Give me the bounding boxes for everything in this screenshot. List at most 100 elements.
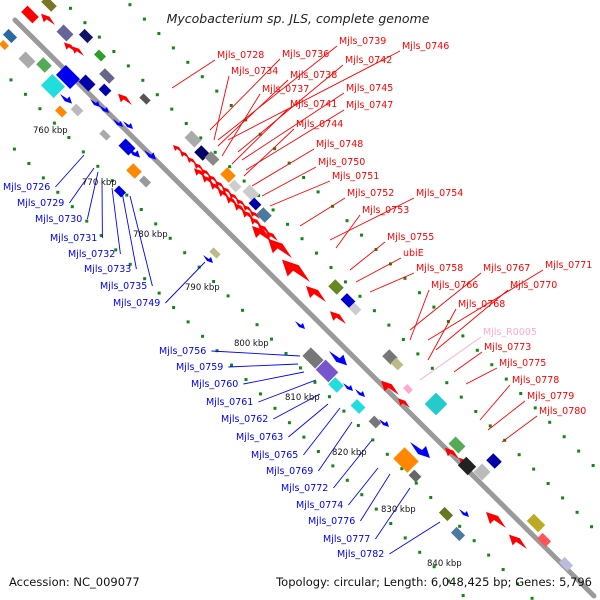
forward-gene-arrow[interactable] bbox=[194, 168, 206, 178]
reverse-gene-label[interactable]: Mjls_0726 bbox=[3, 182, 50, 193]
forward-gene-arrow[interactable] bbox=[118, 93, 132, 105]
forward-gene-arrow[interactable] bbox=[445, 447, 459, 459]
gene-box[interactable] bbox=[340, 293, 356, 308]
reverse-gene-label[interactable]: Mjls_0756 bbox=[159, 346, 206, 357]
reverse-gene-label[interactable]: Mjls_0730 bbox=[35, 214, 82, 225]
reverse-gene-label[interactable]: Mjls_0782 bbox=[337, 549, 384, 560]
reverse-gene-arrow[interactable] bbox=[123, 121, 133, 129]
gene-box[interactable] bbox=[450, 526, 466, 542]
reverse-gene-arrow[interactable] bbox=[295, 321, 305, 329]
gene-box[interactable] bbox=[70, 103, 84, 117]
forward-gene-arrow[interactable] bbox=[201, 169, 211, 177]
forward-gene-label[interactable]: Mjls_0767 bbox=[483, 263, 530, 274]
gene-box[interactable] bbox=[99, 68, 115, 84]
gene-box[interactable] bbox=[228, 179, 242, 193]
forward-gene-label[interactable]: Mjls_0755 bbox=[387, 232, 434, 243]
gene-box[interactable] bbox=[328, 377, 344, 393]
gene-box[interactable] bbox=[78, 74, 96, 92]
reverse-gene-label[interactable]: Mjls_0735 bbox=[100, 281, 147, 292]
gene-box[interactable] bbox=[98, 83, 112, 97]
gene-box[interactable] bbox=[536, 532, 552, 548]
forward-gene-label[interactable]: Mjls_0754 bbox=[416, 188, 463, 199]
gene-box[interactable] bbox=[486, 453, 502, 469]
gene-box[interactable] bbox=[126, 163, 142, 179]
forward-gene-arrow[interactable] bbox=[41, 13, 55, 25]
forward-gene-label[interactable]: Mjls_0752 bbox=[347, 188, 394, 199]
reverse-gene-arrow[interactable] bbox=[379, 419, 389, 427]
reverse-gene-label[interactable]: Mjls_0731 bbox=[50, 233, 97, 244]
reverse-gene-arrow[interactable] bbox=[60, 94, 72, 104]
gene-box[interactable] bbox=[408, 469, 422, 483]
forward-gene-arrow[interactable] bbox=[173, 145, 183, 153]
forward-gene-arrow[interactable] bbox=[194, 163, 204, 171]
reverse-gene-label[interactable]: Mjls_0749 bbox=[113, 298, 160, 309]
forward-gene-label[interactable]: Mjls_0775 bbox=[499, 358, 546, 369]
gene-box[interactable] bbox=[209, 247, 221, 259]
reverse-gene-label[interactable]: Mjls_0772 bbox=[281, 483, 328, 494]
gene-box[interactable] bbox=[78, 28, 94, 44]
gene-box[interactable] bbox=[438, 506, 454, 522]
forward-gene-arrow[interactable] bbox=[187, 157, 197, 165]
reverse-gene-label[interactable]: Mjls_0733 bbox=[84, 264, 131, 275]
reverse-gene-label[interactable]: Mjls_0765 bbox=[251, 450, 298, 461]
gene-box[interactable] bbox=[448, 436, 466, 454]
reverse-gene-label[interactable]: Mjls_0732 bbox=[68, 249, 115, 260]
rna-gene-label[interactable]: Mjls_R0005 bbox=[483, 327, 537, 338]
forward-gene-label[interactable]: Mjls_0758 bbox=[416, 263, 463, 274]
gene-box[interactable] bbox=[424, 392, 448, 416]
gene-box[interactable] bbox=[56, 24, 74, 42]
forward-gene-label[interactable]: Mjls_0744 bbox=[296, 119, 343, 130]
gene-box[interactable] bbox=[41, 0, 57, 12]
reverse-gene-arrow[interactable] bbox=[343, 383, 353, 391]
forward-gene-arrow[interactable] bbox=[208, 175, 218, 183]
forward-gene-arrow[interactable] bbox=[381, 380, 399, 395]
gene-box[interactable] bbox=[220, 167, 236, 183]
gene-box[interactable] bbox=[36, 57, 52, 73]
forward-gene-arrow[interactable] bbox=[250, 217, 262, 227]
gene-box[interactable] bbox=[350, 399, 366, 414]
gene-box[interactable] bbox=[242, 184, 260, 202]
forward-gene-label[interactable]: Mjls_0748 bbox=[316, 139, 363, 150]
forward-gene-label[interactable]: Mjls_0771 bbox=[545, 260, 592, 271]
gene-box[interactable] bbox=[368, 415, 382, 429]
forward-gene-arrow[interactable] bbox=[226, 196, 238, 206]
forward-gene-arrow[interactable] bbox=[210, 182, 222, 192]
reverse-gene-arrow[interactable] bbox=[113, 119, 123, 127]
forward-gene-arrow[interactable] bbox=[72, 46, 84, 56]
forward-gene-label[interactable]: Mjls_0741 bbox=[290, 99, 337, 110]
reverse-gene-label[interactable]: Mjls_0776 bbox=[308, 516, 355, 527]
gene-box[interactable] bbox=[390, 357, 404, 371]
gene-box[interactable] bbox=[99, 129, 111, 141]
gene-box[interactable] bbox=[40, 73, 66, 99]
reverse-gene-arrow[interactable] bbox=[459, 509, 469, 517]
forward-gene-arrow[interactable] bbox=[509, 534, 527, 549]
forward-gene-arrow[interactable] bbox=[258, 224, 270, 234]
gene-box[interactable] bbox=[558, 556, 574, 572]
forward-gene-arrow[interactable] bbox=[242, 210, 254, 220]
forward-gene-arrow[interactable] bbox=[268, 238, 292, 258]
forward-gene-label[interactable]: Mjls_0768 bbox=[458, 299, 505, 310]
forward-gene-arrow[interactable] bbox=[250, 211, 260, 219]
gene-box[interactable] bbox=[256, 207, 272, 223]
reverse-gene-label[interactable]: Mjls_0762 bbox=[221, 414, 268, 425]
forward-gene-label[interactable]: Mjls_0747 bbox=[346, 100, 393, 111]
gene-box[interactable] bbox=[113, 185, 127, 198]
gene-box[interactable] bbox=[2, 28, 18, 44]
forward-gene-label[interactable]: Mjls_0742 bbox=[345, 55, 392, 66]
forward-gene-label[interactable]: Mjls_0766 bbox=[431, 280, 478, 291]
gene-box[interactable] bbox=[139, 93, 151, 105]
forward-gene-arrow[interactable] bbox=[486, 512, 506, 528]
forward-gene-label[interactable]: Mjls_0745 bbox=[346, 83, 393, 94]
reverse-gene-label[interactable]: Mjls_0777 bbox=[323, 534, 370, 545]
gene-box[interactable] bbox=[55, 64, 81, 90]
forward-gene-arrow[interactable] bbox=[202, 175, 214, 185]
reverse-gene-arrow[interactable] bbox=[329, 351, 347, 366]
reverse-gene-label[interactable]: Mjls_0769 bbox=[266, 466, 313, 477]
forward-gene-arrow[interactable] bbox=[306, 286, 326, 302]
forward-gene-arrow[interactable] bbox=[266, 231, 278, 241]
forward-gene-label[interactable]: Mjls_0750 bbox=[318, 157, 365, 168]
reverse-gene-arrow[interactable] bbox=[128, 148, 140, 158]
rna-gene-box[interactable] bbox=[403, 384, 413, 394]
gene-box[interactable] bbox=[526, 513, 546, 533]
forward-gene-label[interactable]: Mjls_0778 bbox=[512, 375, 559, 386]
